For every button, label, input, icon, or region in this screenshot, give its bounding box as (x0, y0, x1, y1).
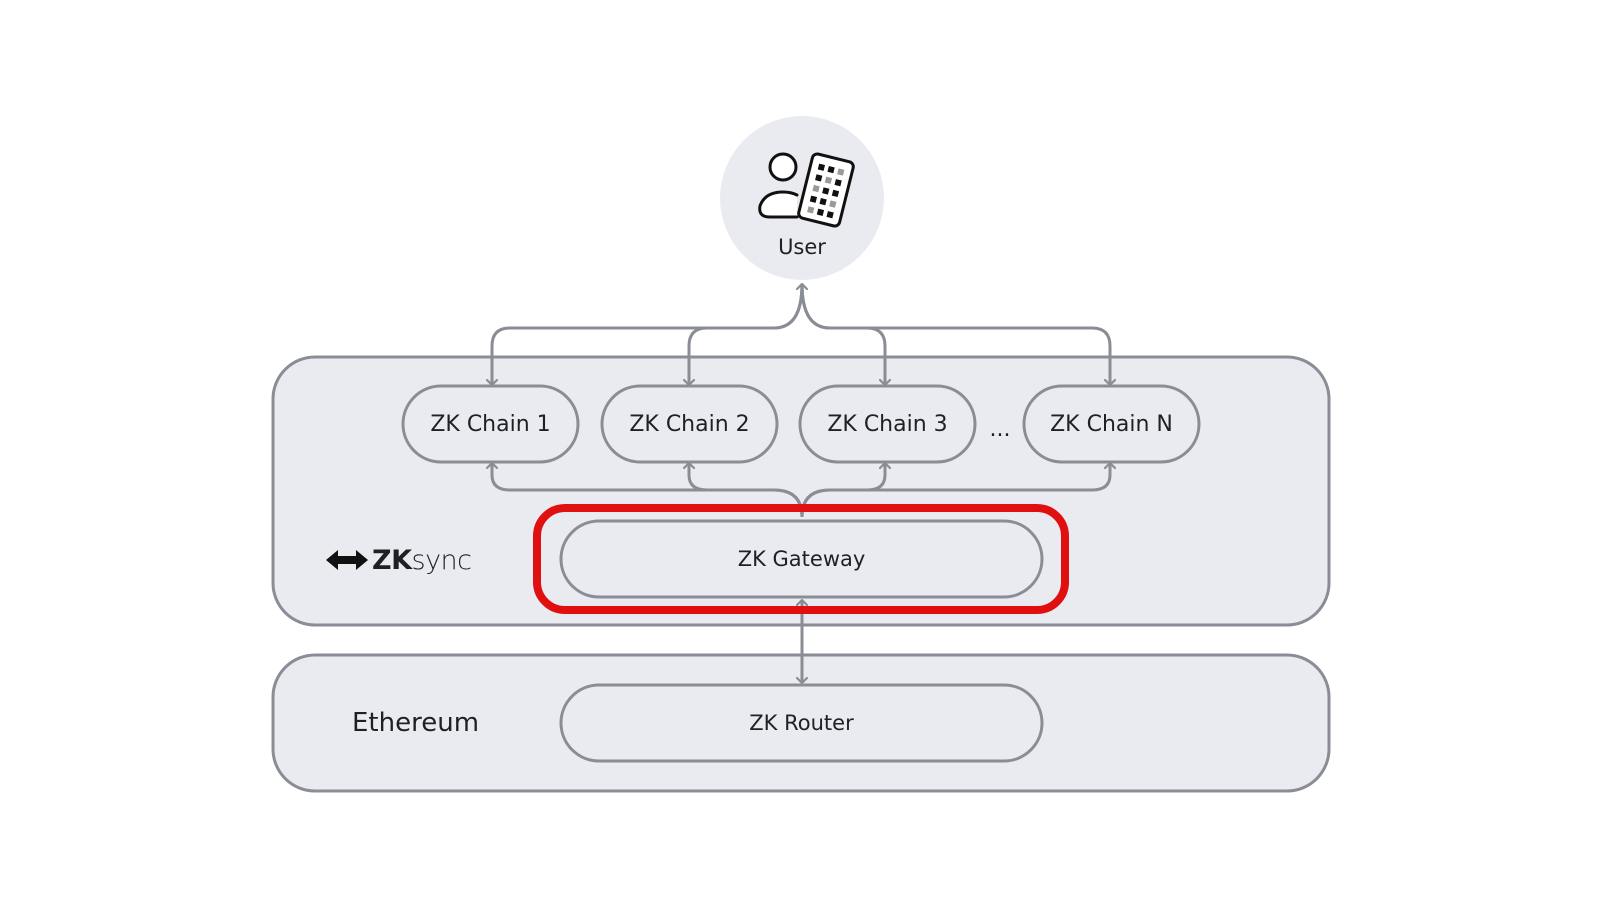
router-label: ZK Router (749, 711, 854, 735)
user-chain-connectors (492, 284, 1110, 385)
gateway-chain-connectors (492, 463, 1110, 518)
chain-node-2 (600, 384, 779, 464)
zksync-wordmark-strong: ZK (372, 544, 412, 576)
gateway-node (559, 519, 1044, 599)
gateway-label: ZK Gateway (737, 547, 866, 571)
chain-node-3 (798, 384, 977, 464)
user-with-device-icon (758, 152, 855, 228)
zksync-wordmark-light: sync (411, 544, 473, 576)
chain-label-2: ZK Chain 2 (629, 411, 750, 437)
zksync-brand: ZKsync (326, 540, 472, 580)
ethereum-label: Ethereum (352, 708, 480, 738)
chain-label-3: ZK Chain 3 (827, 411, 948, 437)
router-node (559, 683, 1044, 763)
chain-label-n: ZK Chain N (1050, 411, 1173, 437)
chain-node-n (1022, 384, 1201, 464)
chain-node-1 (401, 384, 580, 464)
user-label: User (778, 235, 826, 259)
zksync-logo-icon (326, 550, 368, 570)
zksync-wordmark: ZKsync (372, 545, 472, 576)
chain-ellipsis: ... (989, 416, 1011, 442)
gateway-highlight (533, 504, 1069, 614)
chain-label-1: ZK Chain 1 (430, 411, 551, 437)
